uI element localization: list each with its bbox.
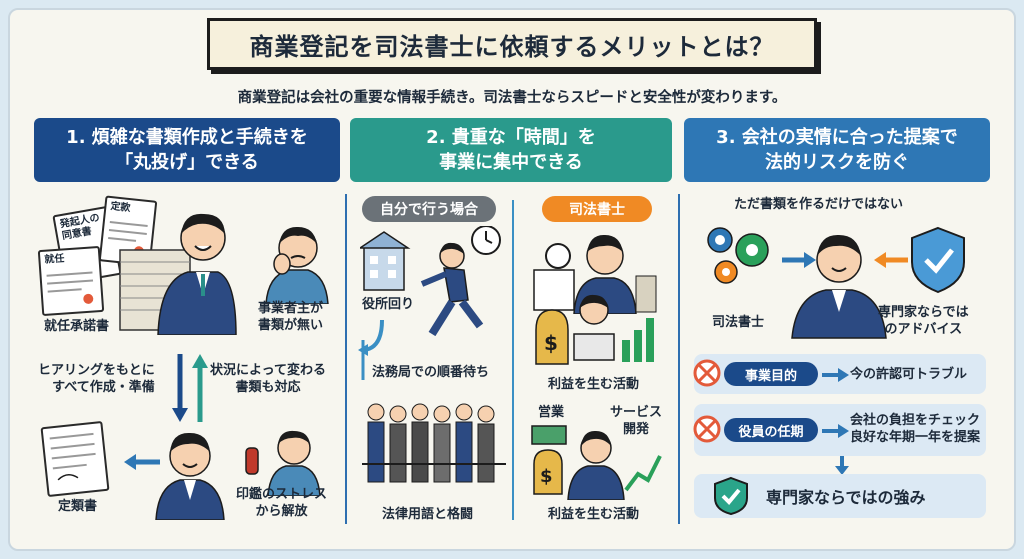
prohibited-icon-2: [693, 415, 721, 443]
label-hearing: ヒアリングをもとに すべて作成・準備: [38, 363, 155, 395]
label-situation: 状況によって変わる 書類も対応: [210, 363, 326, 395]
label-rieki-2: 利益を生む活動: [548, 507, 640, 522]
label-teirui-sho: 定類書: [58, 499, 98, 514]
page-title: 商業登記を司法書士に依頼するメリットとは？: [249, 32, 775, 61]
svg-text:$: $: [544, 331, 558, 355]
relieved-stamp-owner-illustration: [245, 430, 321, 496]
scrivener-pointing-illustration: [155, 432, 225, 520]
label-rieki-1: 利益を生む活動: [548, 377, 640, 392]
column-header-1-line2: 「丸投げ」できる: [115, 152, 259, 173]
flow-arrows-icon: [172, 354, 208, 422]
running-person-illustration: [360, 226, 501, 336]
pill-business-purpose: 事業目的: [724, 362, 818, 386]
label-expert-advice: 専門家ならでは のアドバイス: [878, 305, 969, 337]
row1-text: 今の許認可トラブル: [850, 367, 968, 382]
scrivener-with-papers-illustration: [119, 213, 237, 335]
column-header-1-line1: 1. 煩雑な書類作成と手続きを: [66, 127, 308, 148]
scrivener-at-desk-illustration: [533, 234, 657, 314]
svg-text:$: $: [540, 466, 553, 487]
column-header-2: 2. 貴重な「時間」を 事業に集中できる: [350, 118, 672, 182]
business-development-illustration: $: [531, 425, 662, 500]
arrow-right-icon-2: [822, 424, 849, 438]
label-horitsu: 法律用語と格闘: [382, 507, 474, 522]
column-divider-2: [678, 194, 680, 524]
column-header-2-line2: 事業に集中できる: [439, 152, 583, 173]
column-header-3-line2: 法的リスクを防ぐ: [765, 152, 909, 173]
column-divider-mid: [512, 200, 514, 520]
column-header-3-line1: 3. 会社の実情に合った提案で: [716, 127, 958, 148]
label-owner-no-documents: 事業者主が 書類が無い: [258, 301, 324, 333]
strength-box: 専門家ならではの強み: [694, 474, 986, 518]
document-stack: [40, 420, 110, 498]
pill-officer-term: 役員の任期: [724, 418, 818, 442]
label-service: サービス 開発: [610, 405, 663, 437]
worried-owner-illustration: [265, 226, 329, 304]
title-banner: 商業登記を司法書士に依頼するメリットとは？: [184, 18, 840, 71]
prohibited-icon: [693, 359, 721, 387]
document-shunin: 就任: [37, 245, 105, 317]
profit-activity-illustration: $: [535, 294, 654, 365]
row2-text: 会社の負担をチェック 良好な年期一年を提案: [850, 413, 981, 445]
pill-scrivener: 司法書士: [542, 196, 652, 222]
label-eigyo: 営業: [538, 405, 565, 420]
subtitle: 商業登記は会社の重要な情報手続き。司法書士ならスピードと安全性が変わります。: [237, 90, 787, 106]
queue-illustration: [362, 403, 506, 483]
down-line-icon: [361, 340, 365, 380]
column-header-2-line1: 2. 貴重な「時間」を: [426, 127, 596, 148]
arrow-left-icon: [124, 454, 160, 470]
label-homukyoku: 法務局での順番待ち: [372, 365, 490, 380]
column-divider-1: [345, 194, 347, 524]
label-yakusho: 役所回り: [362, 297, 415, 312]
intro-text: ただ書類を作るだけではない: [734, 197, 904, 212]
shield-check-icon: [714, 476, 748, 516]
arrow-right-icon: [822, 368, 849, 382]
arrow-down-icon: [835, 456, 849, 475]
label-shunin-shodakusho: 就任承諾書: [44, 319, 110, 334]
pill-self: 自分で行う場合: [362, 196, 496, 222]
column-header-1: 1. 煩雑な書類作成と手続きを 「丸投げ」できる: [34, 118, 340, 182]
label-stamp-relief: 印鑑のストレス から解放: [236, 487, 328, 519]
scrivener-advice-illustration: [707, 226, 965, 339]
strength-text: 専門家ならではの強み: [766, 488, 926, 507]
column-header-3: 3. 会社の実情に合った提案で 法的リスクを防ぐ: [684, 118, 990, 182]
label-scrivener: 司法書士: [712, 315, 765, 330]
